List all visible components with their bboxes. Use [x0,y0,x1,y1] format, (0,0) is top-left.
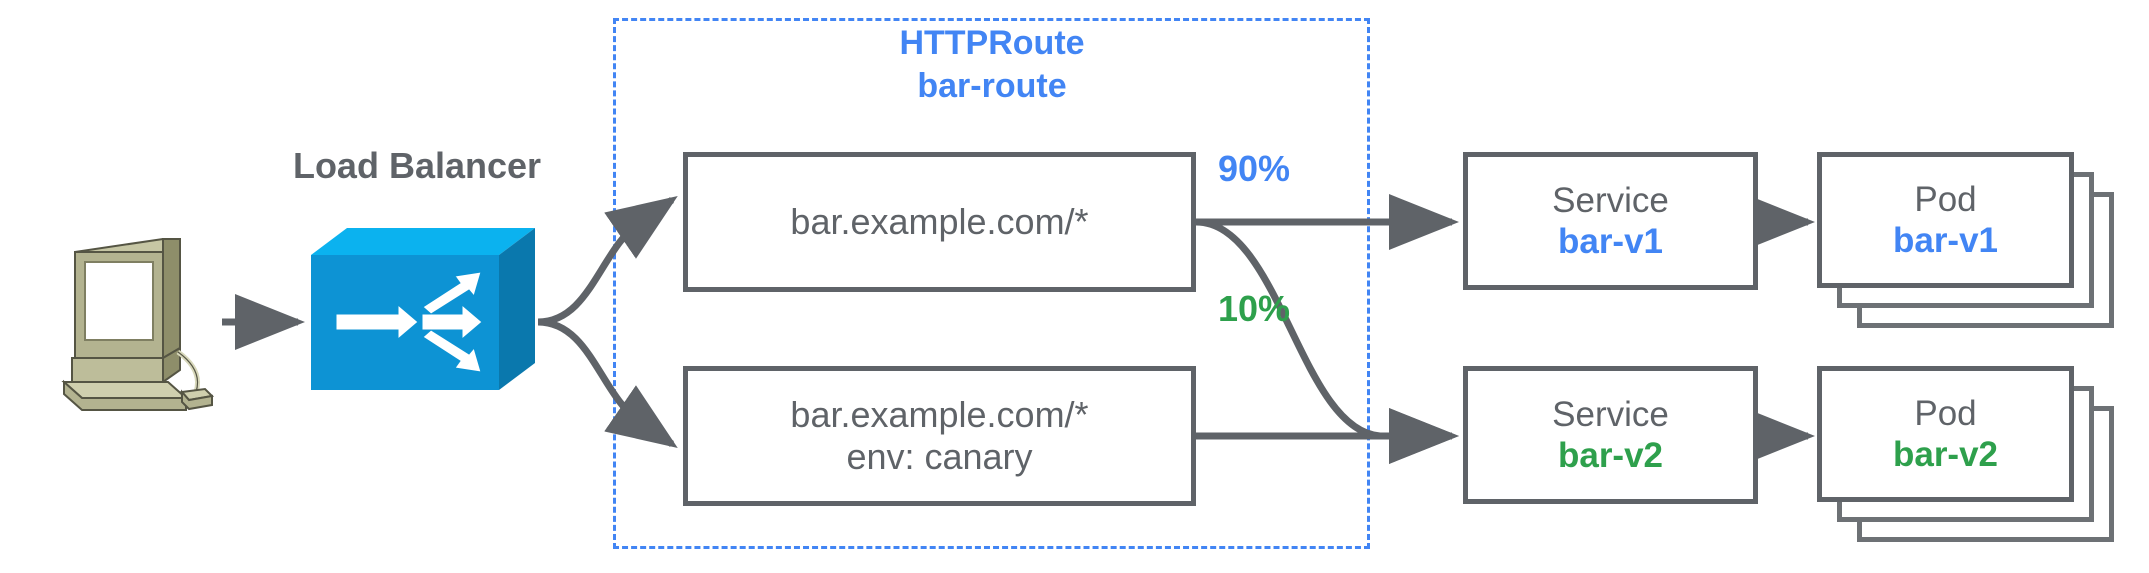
route-rule-2-line-2: env: canary [846,436,1033,477]
service-bar-v1-kind: Service [1552,180,1669,220]
httproute-name-label: bar-route [917,66,1067,105]
weight-label-bar-v2: 10% [1218,288,1291,329]
pod-bar-v1-kind: Pod [1914,179,1977,219]
pod-box-bar-v1[interactable]: Pod bar-v1 [1817,152,2074,288]
pod-box-bar-v2[interactable]: Pod bar-v2 [1817,366,2074,502]
service-bar-v2-kind: Service [1552,394,1669,434]
route-rule-box-2[interactable]: bar.example.com/* env: canary [683,366,1196,506]
pod-bar-v2-name: bar-v2 [1892,435,1999,474]
load-balancer-icon [311,228,535,390]
route-rule-1-line-1: bar.example.com/* [790,200,1089,242]
arrow-lb-to-route-rule-1 [537,196,678,326]
load-balancer-label: Load Balancer [292,145,542,186]
httproute-title: HTTPRoute bar-route [812,22,1172,107]
service-box-bar-v2[interactable]: Service bar-v2 [1463,366,1758,504]
service-bar-v2-name: bar-v2 [1557,436,1664,475]
service-bar-v1-name: bar-v1 [1557,222,1664,261]
service-box-bar-v1[interactable]: Service bar-v1 [1463,152,1758,290]
weight-label-bar-v1: 90% [1218,148,1291,189]
httproute-group-boundary [613,18,1370,549]
workstation-icon [61,238,215,411]
httproute-kind-label: HTTPRoute [899,24,1085,62]
route-rule-box-1[interactable]: bar.example.com/* [683,152,1196,292]
pod-bar-v2-kind: Pod [1914,393,1977,433]
pod-bar-v1-name: bar-v1 [1892,221,1999,260]
arrow-lb-to-route-rule-2 [537,318,678,448]
route-rule-2-line-1: bar.example.com/* [790,393,1089,435]
arrow-rule1-to-service-bar-v2 [1195,218,1459,464]
